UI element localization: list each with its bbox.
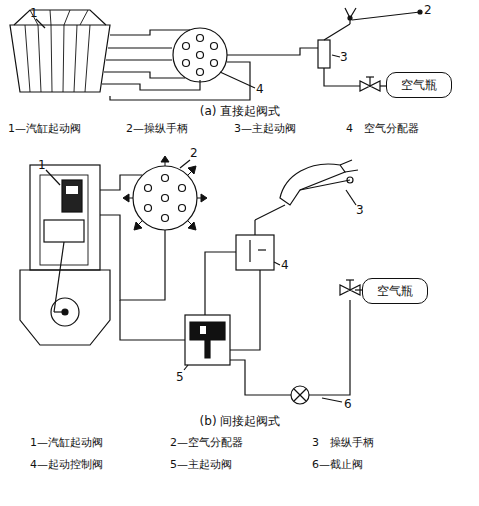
- legend-item: 1—汽缸起动阀: [8, 122, 81, 135]
- control-handle: [280, 160, 358, 205]
- callout-number: 3: [340, 50, 348, 64]
- callout-number: 4: [281, 258, 289, 272]
- air-distributor: [173, 28, 227, 82]
- air-bottle: 空气瓶: [362, 278, 428, 304]
- air-distributor: [123, 156, 207, 230]
- legend-item: 6—截止阀: [312, 458, 363, 471]
- air-pipe: [120, 300, 185, 340]
- air-pipe: [100, 175, 142, 190]
- legend-item: 4—起动控制阀: [30, 458, 103, 471]
- legend-item: 3—主起动阀: [234, 122, 296, 135]
- callout-number: 2: [190, 146, 198, 160]
- leader-line: [322, 398, 342, 402]
- legend-item: 2—操纵手柄: [126, 122, 188, 135]
- air-pipe: [230, 360, 291, 395]
- leader-line: [332, 55, 340, 57]
- legend-item: 3 操纵手柄: [312, 436, 374, 449]
- air-pipes: [102, 30, 200, 90]
- leader-line: [36, 19, 45, 28]
- air-bottle: 空气瓶: [386, 72, 452, 98]
- callout-number: 5: [176, 370, 184, 384]
- leader-line: [180, 160, 190, 168]
- callout-number: 6: [344, 397, 352, 411]
- air-pipe: [230, 270, 260, 350]
- figure-caption: (a) 直接起阀式: [200, 104, 281, 118]
- air-pipe: [110, 62, 250, 100]
- legend-item: 4 空气分配器: [346, 122, 419, 135]
- leader-line: [274, 262, 280, 265]
- air-pipe: [100, 215, 165, 300]
- callout-number: 1: [30, 6, 38, 20]
- callout-number: 4: [256, 82, 264, 96]
- engine-section: [20, 165, 110, 345]
- stop-valve: [291, 386, 309, 404]
- leader-line: [184, 365, 188, 370]
- callout-number: 1: [38, 158, 46, 172]
- legend-item: 2—空气分配器: [170, 436, 243, 449]
- air-pipe: [227, 48, 318, 55]
- air-pipe: [324, 68, 360, 86]
- callout-number: 3: [356, 203, 364, 217]
- node-text: 空气瓶: [377, 283, 413, 300]
- leader-line: [46, 170, 60, 185]
- air-pipe: [309, 300, 350, 395]
- control-handle: [324, 8, 422, 40]
- start-control-valve: [236, 205, 285, 270]
- main-start-valve: [318, 40, 330, 68]
- legend-item: 5—主起动阀: [170, 458, 232, 471]
- bottle-valve: [360, 77, 386, 91]
- node-text: 空气瓶: [401, 77, 437, 94]
- air-pipe: [205, 252, 236, 315]
- main-start-valve: [185, 315, 230, 365]
- figure-caption: (b) 间接起阀式: [200, 414, 281, 428]
- bottle-valve: [340, 280, 362, 295]
- cylinder-block: [10, 10, 110, 92]
- callout-number: 2: [424, 3, 432, 17]
- legend-item: 1—汽缸起动阀: [30, 436, 103, 449]
